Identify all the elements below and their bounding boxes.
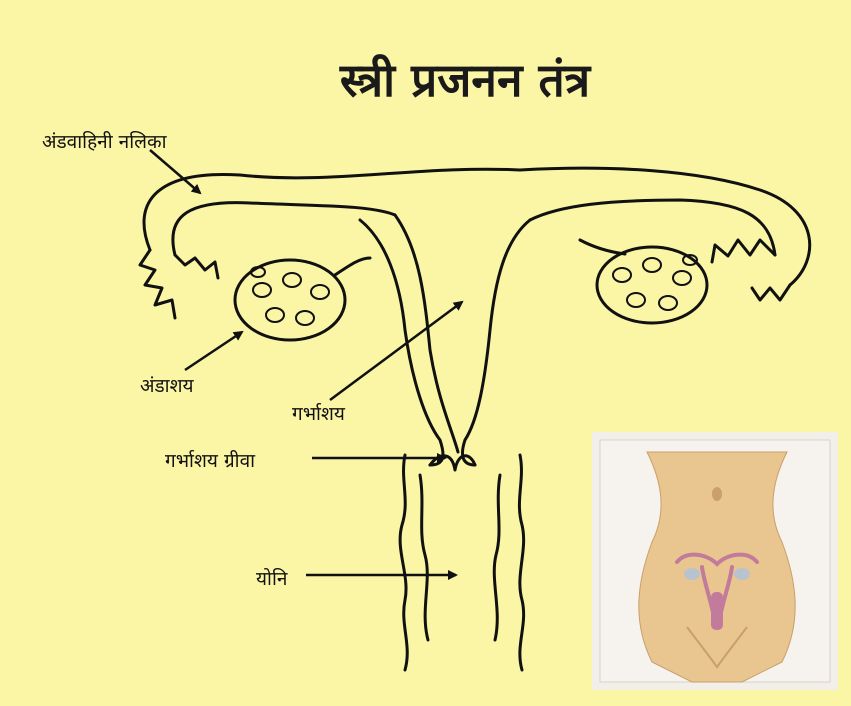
- vagina-right-wall: [519, 455, 523, 670]
- right-fimbriae: [712, 240, 790, 300]
- arrow-fallopian-tube: [150, 150, 200, 193]
- uterus-outline-right: [462, 220, 530, 465]
- vagina-inner-right: [494, 475, 500, 640]
- vagina-inner-left: [420, 475, 428, 640]
- inset-body-illustration: [592, 432, 838, 690]
- right-ovary-ligament: [580, 240, 625, 254]
- navel: [712, 487, 722, 501]
- left-fimbriae: [140, 250, 218, 318]
- inset-anatomy-image: [592, 432, 838, 690]
- arrow-ovary: [185, 332, 242, 370]
- fallopian-tube-inner: [173, 200, 775, 255]
- label-cervix: गर्भाशय ग्रीवा: [165, 447, 255, 473]
- fallopian-tube-outer: [144, 168, 810, 285]
- label-fallopian-tube: अंडवाहिनी नलिका: [42, 128, 167, 154]
- label-ovary: अंडाशय: [140, 372, 194, 398]
- torso: [639, 452, 795, 682]
- arrow-uterus: [330, 302, 462, 400]
- label-uterus: गर्भाशय: [292, 400, 345, 426]
- label-vagina: योनि: [256, 565, 287, 591]
- left-ovary-ligament: [335, 258, 370, 275]
- left-ovary: [235, 260, 345, 340]
- vagina-left-wall: [400, 455, 407, 670]
- right-ovary: [597, 247, 707, 323]
